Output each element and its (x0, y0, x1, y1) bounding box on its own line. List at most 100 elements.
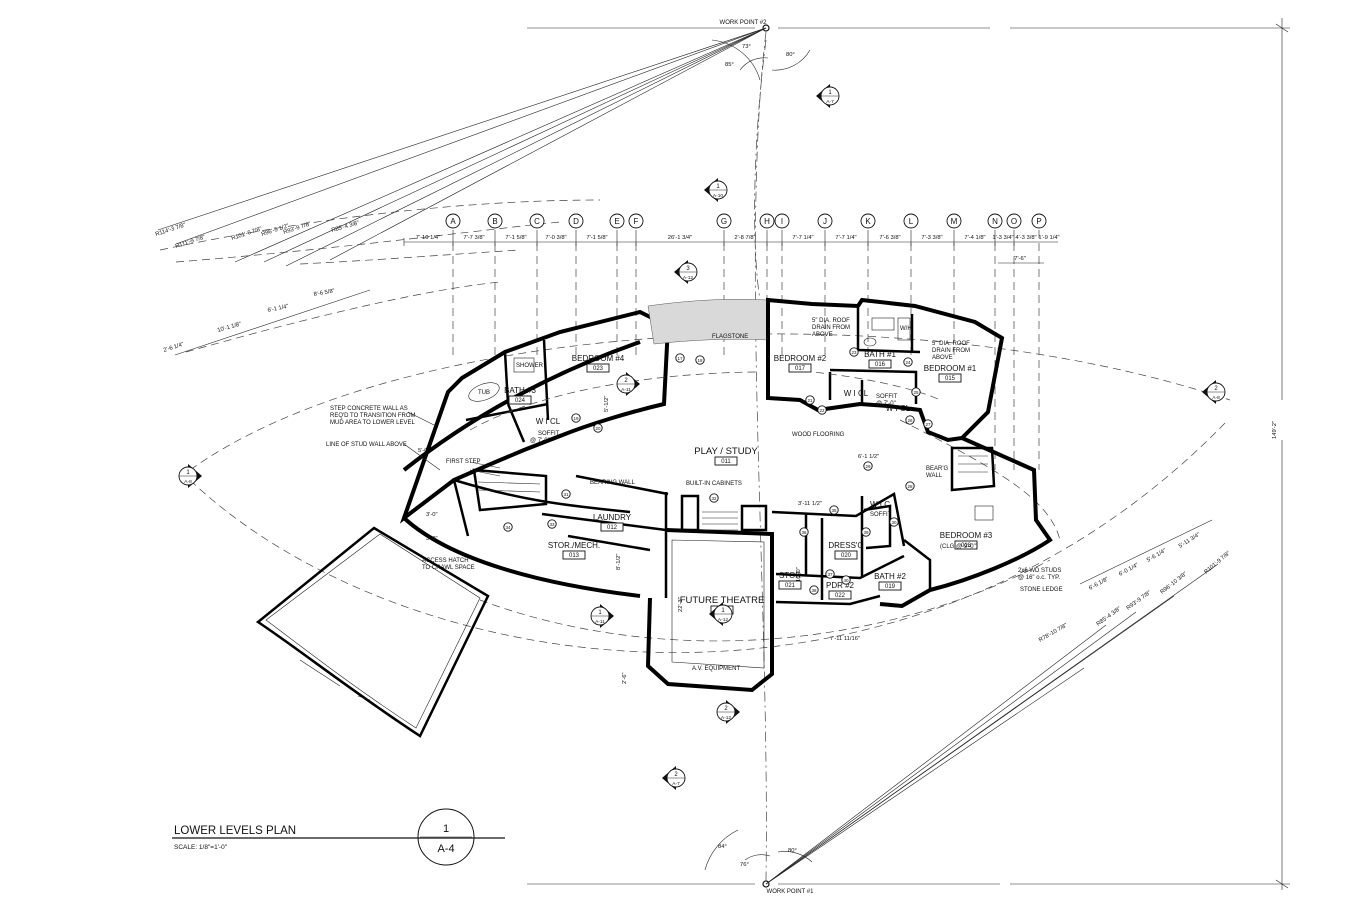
note-studs-2: @ 16" o.c. TYP. (1018, 575, 1060, 581)
grid-label-M: M (951, 217, 958, 226)
grid-dimension: 26'-1 3/4" (668, 235, 692, 241)
door-tag-bubble (547, 519, 557, 529)
door-tag-bubble (805, 395, 815, 405)
drawing-number: 1 (443, 823, 449, 835)
room-number-box (868, 359, 892, 369)
grid-label-G: G (721, 217, 727, 226)
section-tag: 1A-12 (709, 602, 733, 626)
misc-dim-8: 8'-1/2" (616, 554, 622, 570)
door-tag: 24 (905, 360, 911, 365)
room-number: 012 (607, 525, 618, 531)
misc-dim-3: 3'-11 1/2" (798, 501, 822, 507)
work-point-bottom-label: WORK POINT #1 (767, 889, 815, 895)
grid-bubble-E (609, 213, 625, 229)
grid-dimensions: 7'-10 1/4"7'-7 3/8"7'-1 5/8"7'-0 3/8"7'-… (403, 235, 1060, 246)
angle-top-2: 85° (725, 62, 734, 68)
grid-label-K: K (865, 217, 871, 226)
room-name: FUTURE THEATRE (680, 595, 765, 606)
room-name: LAUNDRY (593, 513, 632, 522)
grid-label-D: D (573, 217, 579, 226)
radial-lines-upper (157, 27, 767, 267)
room-number: 018 (961, 543, 972, 549)
note-bearing-b1: BEAR'G (926, 466, 948, 472)
door-tag-bubble (889, 517, 899, 527)
room-name: BATH #2 (874, 572, 906, 581)
room-name: PDR #2 (826, 581, 855, 590)
overall-dimension: 149'-2" (1272, 421, 1278, 439)
door-tag-bubble (503, 522, 513, 532)
grid-bubble-J (817, 213, 833, 229)
section-sheet: A-8 (1212, 395, 1220, 401)
door-tag: 26 (907, 418, 913, 423)
room-number: 024 (515, 398, 526, 404)
arc-dimensions-lower: 6'-6 1/8" 6'-0 1/4" 5'-6 1/4" 5'-11 3/4" (1079, 519, 1213, 592)
grid-dimension: 7'-7 1/4" (792, 235, 813, 241)
title-bubble (417, 808, 475, 866)
section-number: 3 (686, 266, 690, 272)
section-sheet: A-12 (718, 617, 728, 623)
building-walls (399, 297, 1053, 693)
room-number: 023 (593, 366, 604, 372)
note-wood-flooring: WOOD FLOORING (792, 432, 845, 438)
grid-label-A: A (450, 217, 456, 226)
room-number-box (714, 456, 738, 466)
notes: STEP CONCRETE WALL AS REQ'D TO TRANSITIO… (326, 318, 1063, 672)
door-tag-bubble (593, 423, 603, 433)
sheet-frame (527, 18, 1290, 890)
grid-bubble-F (628, 213, 644, 229)
section-tag: 1A-8 (178, 464, 202, 488)
section-sheet: A-12 (683, 275, 693, 281)
note-concrete-3: MUD AREA TO LOWER LEVEL (330, 420, 415, 426)
grid-dimension: 7'-3 3/8" (921, 235, 942, 241)
room-number-box (778, 580, 802, 590)
note-bearing-a: BEARING WALL (590, 480, 635, 486)
room-name: W I CL (844, 389, 869, 398)
misc-dim-7: 5'-1/2" (604, 396, 610, 412)
room-number-box (788, 363, 812, 373)
note-crawl-1: ACCESS HATCH (422, 558, 469, 564)
grid-bubble-L (903, 213, 919, 229)
room-name: W I CL (886, 404, 911, 413)
grid-bubble-C (529, 213, 545, 229)
grid-dimension: 2'-8 7/8" (734, 235, 755, 241)
note-soffit-2b: @ 7'-0" (876, 401, 896, 407)
room-number-box (954, 540, 978, 550)
work-point-bottom: WORK POINT #1 84° 76° 80° (704, 829, 815, 895)
door-tag: 29 (865, 464, 871, 469)
room-number-box (600, 522, 624, 532)
note-drain-b3: ABOVE (932, 355, 953, 361)
grid-label-F: F (634, 217, 639, 226)
angle-top-1: 73° (742, 44, 751, 50)
grid-dimension-line: 7'-6" (404, 241, 1058, 264)
radius-upper-6: R85'-4 3/8" (331, 220, 360, 234)
grid-bubble-H (759, 213, 775, 229)
grid-label-E: E (614, 217, 619, 226)
misc-dim-1: 6'-1 1/2" (858, 454, 879, 460)
note-flagstone: FLAGSTONE (712, 334, 748, 340)
misc-dimensions: 6'-1 1/2" 7'-11 11/16" 3'-11 1/2" 5'-0" … (418, 396, 879, 684)
door-tag-bubble (905, 415, 915, 425)
note-concrete-1: STEP CONCRETE WALL AS (330, 406, 408, 412)
grid-bubble-O (1006, 213, 1022, 229)
note-shower: SHOWER (516, 363, 544, 369)
grid-dimension: 1'-9 1/4" (1038, 235, 1059, 241)
door-tag: 22 (819, 408, 825, 413)
door-tag: 18 (697, 358, 703, 363)
grid-label-B: B (492, 217, 497, 226)
room-name: STOR (779, 571, 801, 580)
note-bearing-b2: WALL (926, 473, 943, 479)
arc-dim-upper-3: 6'-1 1/4" (267, 304, 289, 314)
section-number: 1 (186, 470, 190, 476)
angle-bottom-3: 80° (788, 848, 797, 854)
door-tag: 17 (677, 356, 683, 361)
room-number-box (938, 373, 962, 383)
misc-dim-10: 2'-6" (622, 672, 628, 684)
radius-labels-upper: R114'-3 7/8" R111'-9 7/8" R101'-6 7/8" R… (155, 220, 360, 250)
note-wh: W/H (900, 326, 912, 332)
note-drain-b1: 5" DIA. ROOF (932, 341, 970, 347)
misc-dim-5: 3'-0" (426, 512, 438, 518)
section-tag: 1A-10 (704, 178, 728, 202)
note-built-in: BUILT-IN CABINETS (686, 481, 742, 487)
door-tag: 30 (891, 520, 897, 525)
